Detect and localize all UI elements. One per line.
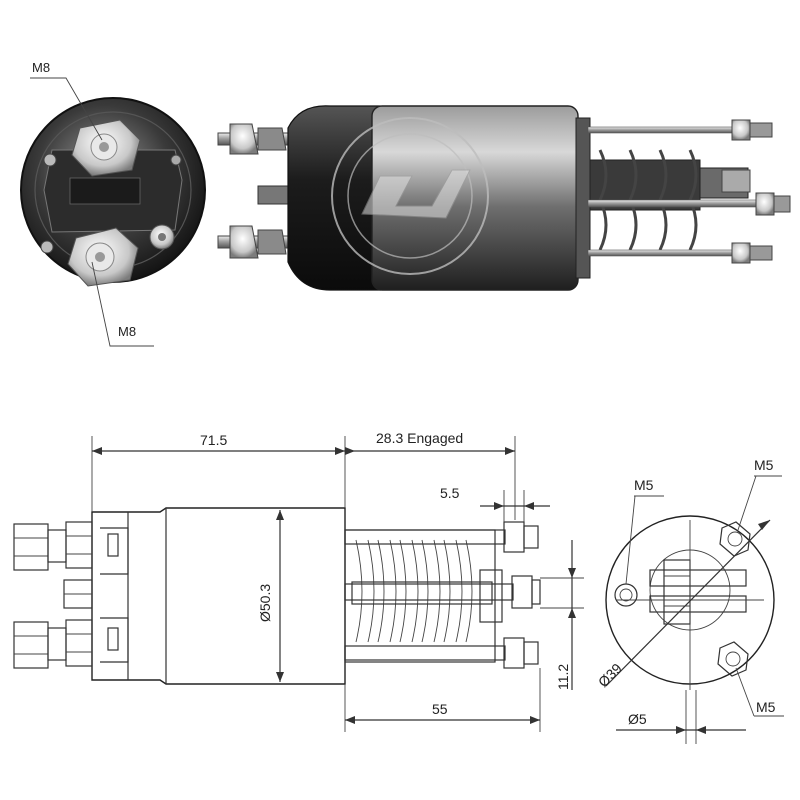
end-label-m5-top-right: M5 bbox=[754, 457, 774, 473]
end-label-bottom: M8 bbox=[118, 324, 136, 339]
dim-55: 55 bbox=[432, 701, 448, 717]
drawing-stud-top bbox=[13, 521, 93, 571]
end-dim-diameter-39: Ø39 bbox=[595, 660, 625, 690]
end-hole-bottom-right bbox=[717, 641, 749, 677]
drawing-stud-bottom bbox=[13, 619, 93, 669]
dim-5-5: 5.5 bbox=[440, 485, 460, 501]
photo-side-view bbox=[217, 105, 791, 291]
drawing-rod-nut-top bbox=[503, 521, 539, 553]
drawing-end-view: M5 M5 M5 Ø39 Ø5 bbox=[595, 457, 784, 744]
dim-11-2: 11.2 bbox=[555, 664, 571, 690]
side-stud-top bbox=[217, 123, 307, 155]
dim-diameter-body: Ø50.3 bbox=[257, 584, 273, 622]
end-label-m5-left: M5 bbox=[634, 477, 654, 493]
end-terminal-bottom bbox=[67, 227, 139, 287]
dim-length-body: 71.5 bbox=[200, 432, 227, 448]
drawing-side-view: 71.5 28.3 Engaged 5.5 Ø50.3 11.2 55 bbox=[13, 430, 584, 732]
end-dim-diameter-5: Ø5 bbox=[628, 711, 647, 727]
drawing-rod-nut-mid bbox=[511, 575, 541, 609]
end-label-top: M8 bbox=[32, 60, 50, 75]
end-terminal-top bbox=[71, 119, 141, 177]
end-label-m5-bottom-right: M5 bbox=[756, 699, 776, 715]
photo-end-view: M8 M8 bbox=[20, 60, 206, 347]
drawing-rod-nut-bottom bbox=[503, 637, 539, 669]
side-stud-bottom bbox=[217, 225, 307, 259]
end-hole-top-right bbox=[719, 521, 751, 557]
dim-length-engaged: 28.3 Engaged bbox=[376, 430, 463, 446]
